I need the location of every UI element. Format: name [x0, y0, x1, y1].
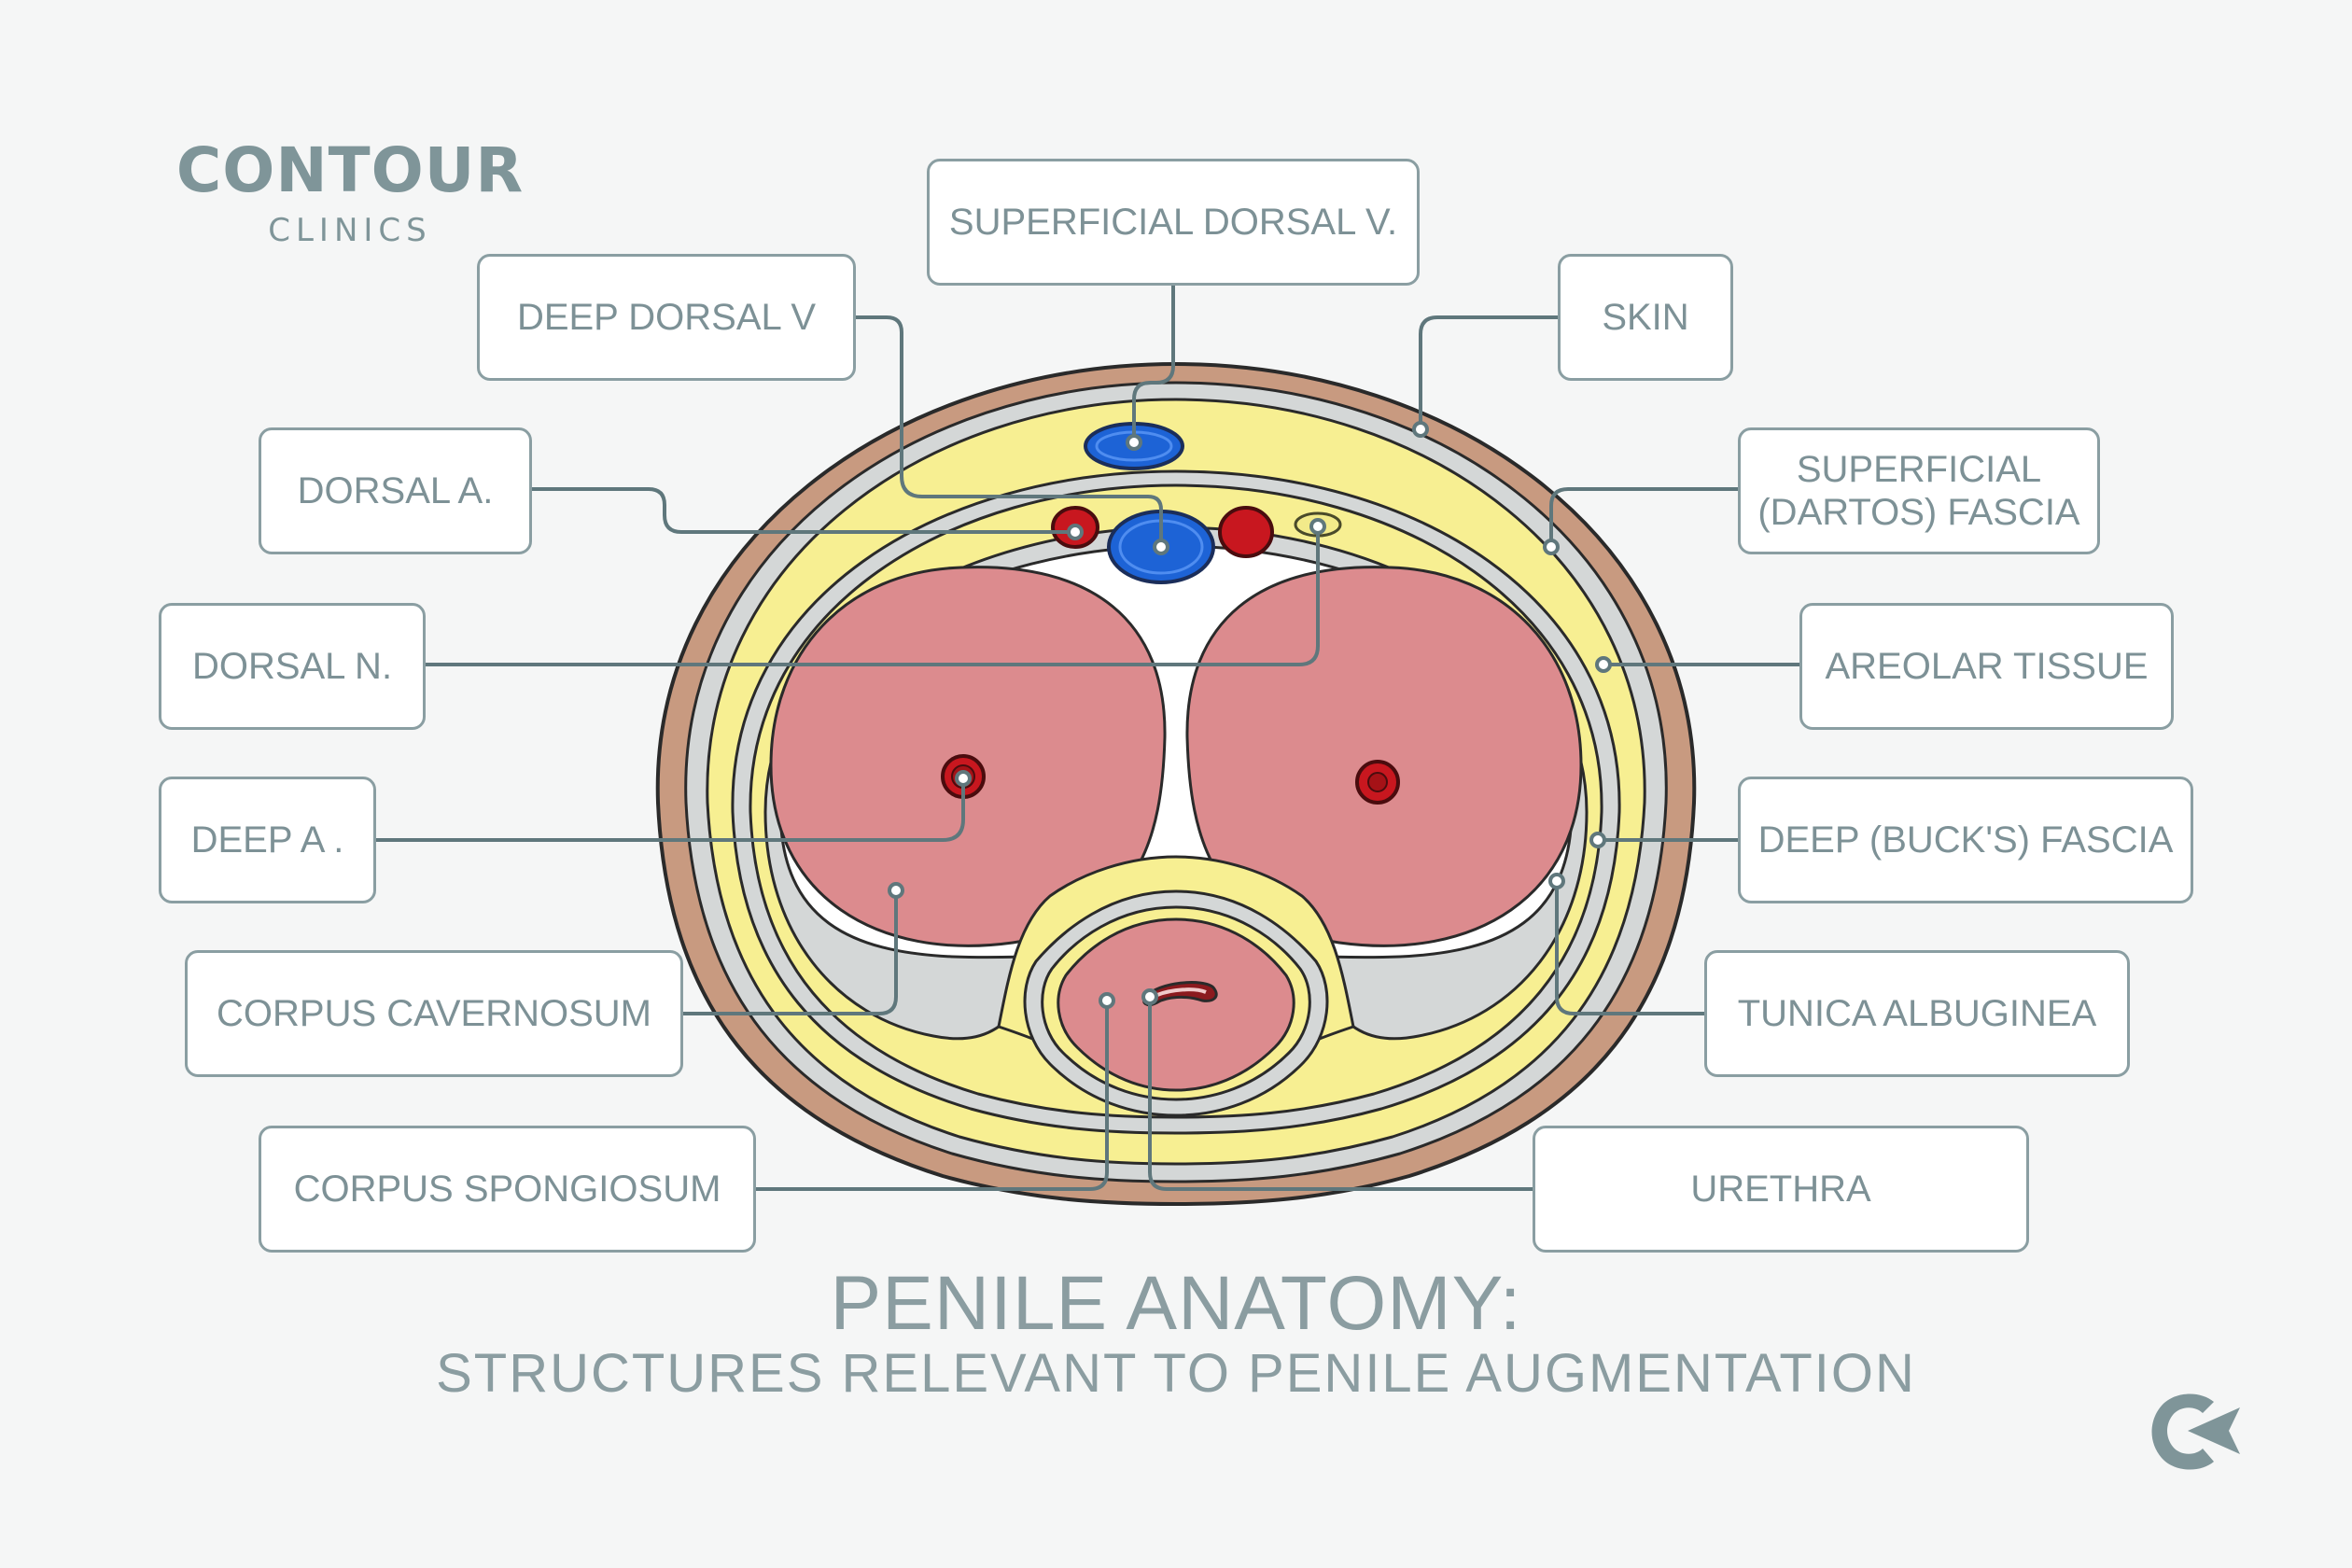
label-deep-a: DEEP A .: [159, 777, 376, 903]
leader-deep-dorsal-v: [856, 315, 1163, 547]
page-title: PENILE ANATOMY:: [830, 1261, 1522, 1346]
leader-corpus-spongiosum: [756, 1001, 1109, 1191]
brand-name: CONTOUR: [175, 134, 525, 206]
contour-c-logo-icon: [2151, 1393, 2240, 1470]
leader-lines: [376, 286, 1799, 1191]
leader-urethra: [1148, 997, 1533, 1191]
label-skin: SKIN: [1558, 254, 1733, 381]
leader-dorsal-a: [532, 487, 1075, 534]
leader-deep-a: [376, 778, 965, 842]
label-dorsal-n: DORSAL N.: [159, 603, 426, 730]
label-deep-bucks-fascia: DEEP (BUCK'S) FASCIA: [1738, 777, 2193, 903]
label-corpus-spongiosum: CORPUS SPONGIOSUM: [259, 1126, 756, 1253]
label-superficial-dorsal-v: SUPERFICIAL DORSAL V.: [927, 159, 1420, 286]
page-subtitle: STRUCTURES RELEVANT TO PENILE AUGMENTATI…: [436, 1343, 1916, 1404]
deep-artery-right-lumen: [1367, 772, 1388, 792]
dorsal-artery-right: [1218, 506, 1274, 558]
leader-endpoints: [888, 421, 1612, 1009]
leader-tunica: [1555, 881, 1704, 1015]
brand-subtitle: CLINICS: [268, 212, 432, 249]
leader-dartos: [1549, 487, 1738, 547]
corpus-cavernosum-right: [1185, 566, 1583, 947]
corpus-spongiosum: [1057, 917, 1295, 1092]
brand-logo: CONTOUR CLINICS: [154, 134, 546, 249]
label-urethra: URETHRA: [1533, 1126, 2029, 1253]
label-areolar-tissue: AREOLAR TISSUE: [1799, 603, 2174, 730]
label-superficial-dartos-fascia: SUPERFICIAL (DARTOS) FASCIA: [1738, 427, 2100, 554]
label-dorsal-a: DORSAL A.: [259, 427, 532, 554]
urethra-lumen: [1156, 987, 1207, 997]
leader-corpus-cavernosum: [683, 890, 898, 1015]
leader-superficial-dorsal-v: [1132, 286, 1175, 442]
leader-dorsal-n: [426, 526, 1320, 666]
leader-skin: [1419, 315, 1558, 429]
label-corpus-cavernosum: CORPUS CAVERNOSUM: [185, 950, 683, 1077]
label-tunica-albuginea: TUNICA ALBUGINEA: [1704, 950, 2130, 1077]
label-deep-dorsal-v: DEEP DORSAL V: [477, 254, 856, 381]
